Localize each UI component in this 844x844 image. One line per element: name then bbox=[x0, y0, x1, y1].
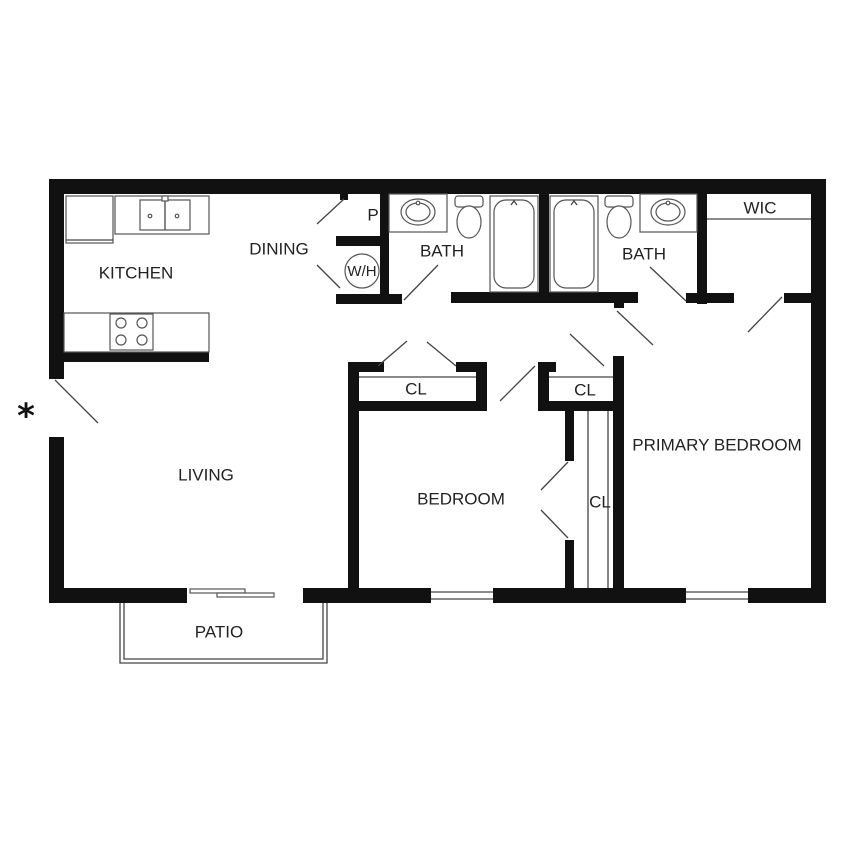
exterior-walls bbox=[49, 179, 826, 603]
closet-3-label: CL bbox=[589, 492, 611, 511]
bath-1-label: BATH bbox=[420, 241, 464, 260]
closet-1-label: CL bbox=[405, 379, 427, 398]
closet-1-door-right[interactable] bbox=[426, 341, 457, 367]
bath-2-toilet-tank bbox=[604, 195, 634, 208]
wic-door[interactable] bbox=[747, 296, 783, 333]
range-icon bbox=[109, 313, 154, 351]
primary-bedroom-door[interactable] bbox=[616, 310, 654, 346]
primary-bedroom-label: PRIMARY BEDROOM bbox=[632, 435, 801, 454]
pantry-door[interactable] bbox=[316, 198, 345, 225]
toilet-icon bbox=[456, 205, 482, 239]
patio-outline bbox=[119, 603, 328, 664]
water-heater-icon bbox=[344, 253, 380, 289]
kitchen-label: KITCHEN bbox=[99, 263, 174, 282]
living-label: LIVING bbox=[178, 465, 234, 484]
wic-label: WIC bbox=[743, 198, 776, 217]
patio-label: PATIO bbox=[195, 622, 244, 641]
bath-1-toilet-tank bbox=[454, 195, 484, 208]
interior-walls bbox=[64, 194, 811, 603]
closet-2-label: CL bbox=[574, 380, 596, 399]
room-labels: KITCHEN DINING P W/H BATH BATH WIC LIVIN… bbox=[99, 198, 802, 641]
bedroom-label: BEDROOM bbox=[417, 489, 505, 508]
dining-label: DINING bbox=[249, 239, 309, 258]
windows bbox=[431, 591, 748, 600]
bath-1-door[interactable] bbox=[403, 264, 439, 301]
pantry-label: P bbox=[367, 205, 378, 224]
doors[interactable] bbox=[54, 198, 783, 539]
entry-door[interactable] bbox=[54, 379, 99, 424]
closet-3-door-bottom[interactable] bbox=[540, 509, 569, 539]
closet-3-door-top[interactable] bbox=[540, 461, 569, 491]
patio-inner-outline bbox=[123, 603, 324, 660]
closet-2-door[interactable] bbox=[569, 333, 605, 367]
kitchen-fixtures bbox=[63, 195, 210, 353]
water-heater-label: W/H bbox=[347, 263, 376, 280]
closet-1-door-left[interactable] bbox=[377, 340, 408, 367]
refrigerator-icon bbox=[65, 195, 114, 244]
bedroom-door[interactable] bbox=[499, 365, 536, 402]
patio-sliding-door[interactable] bbox=[189, 588, 275, 598]
bath-2-fixtures bbox=[549, 193, 698, 293]
bath-2-door[interactable] bbox=[649, 266, 687, 302]
bath-1-fixtures bbox=[388, 193, 539, 293]
bath-2-label: BATH bbox=[622, 244, 666, 263]
entry-marker: * bbox=[17, 397, 35, 437]
toilet-icon bbox=[606, 205, 632, 239]
wh-door[interactable] bbox=[316, 264, 341, 289]
